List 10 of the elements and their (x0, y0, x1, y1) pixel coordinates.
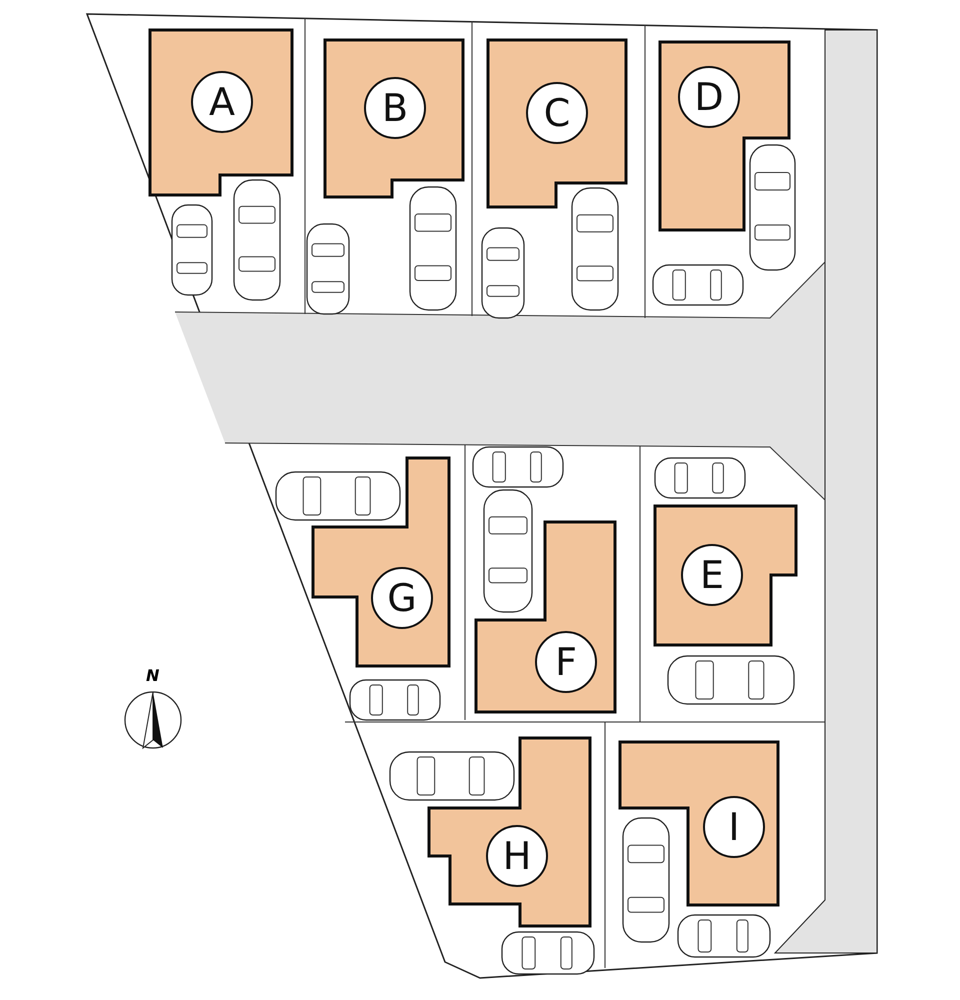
house-footprint (488, 40, 626, 207)
house-footprint (325, 40, 463, 197)
house-footprint (476, 522, 615, 712)
house-footprint (429, 738, 590, 926)
north-label: N (146, 666, 160, 685)
house-footprint (150, 30, 292, 195)
house-footprint (655, 506, 796, 645)
house-footprint (313, 458, 449, 666)
house-footprint (660, 42, 789, 230)
house-footprint (620, 742, 778, 905)
